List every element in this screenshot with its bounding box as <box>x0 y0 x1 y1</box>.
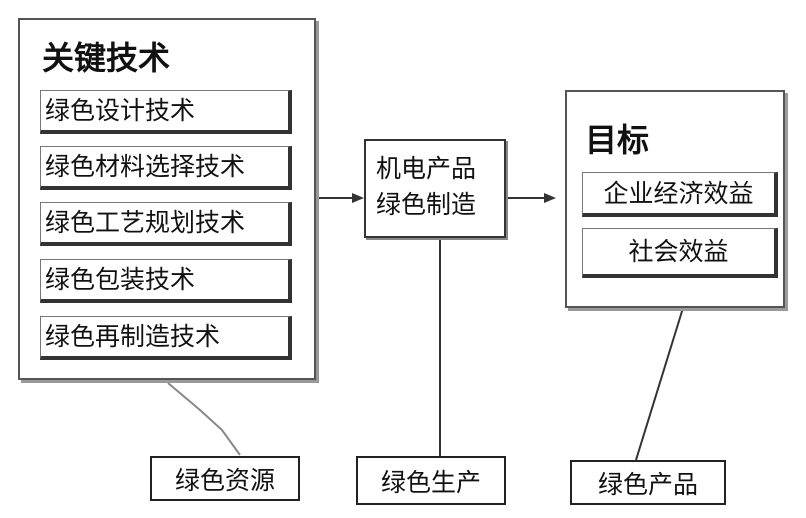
key-tech-item-design: 绿色设计技术 <box>40 90 292 134</box>
key-tech-item-packaging: 绿色包装技术 <box>40 259 292 303</box>
goal-item-economic: 企业经济效益 <box>582 172 778 217</box>
goal-title: 目标 <box>585 121 650 159</box>
line-goal-to-products <box>635 307 684 461</box>
green-manufacturing-box: 机电产品 绿色制造 <box>364 139 506 238</box>
center-line-2: 绿色制造 <box>376 190 477 219</box>
key-tech-item-remanufacture: 绿色再制造技术 <box>40 316 292 360</box>
label-green-production: 绿色生产 <box>356 456 506 505</box>
center-line-1: 机电产品 <box>376 154 477 183</box>
line-keytech-to-resources <box>167 382 241 456</box>
arrowhead-center <box>352 193 364 203</box>
label-green-products: 绿色产品 <box>570 460 726 505</box>
key-tech-item-material: 绿色材料选择技术 <box>40 146 292 190</box>
goal-item-social: 社会效益 <box>582 228 778 278</box>
key-tech-title: 关键技术 <box>42 39 171 77</box>
label-green-resources: 绿色资源 <box>150 456 300 501</box>
arrowhead-goal <box>544 193 556 203</box>
key-tech-item-process: 绿色工艺规划技术 <box>40 202 292 246</box>
